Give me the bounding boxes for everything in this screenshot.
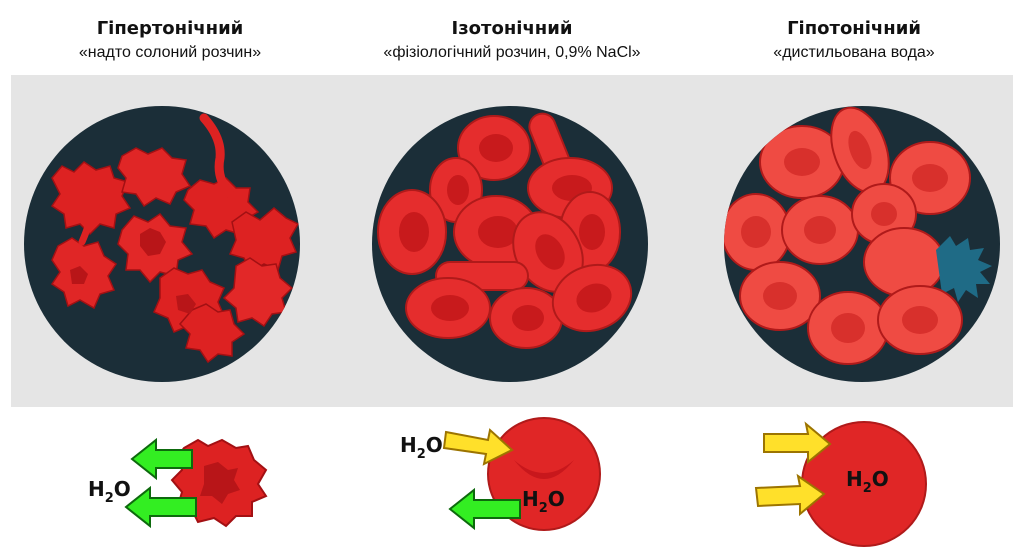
swollen-cell	[781, 195, 859, 265]
crenated-tendril	[199, 113, 235, 199]
swollen-cell	[877, 285, 963, 355]
swollen-cell	[724, 193, 791, 271]
subtitle-hypotonic: «дистильована вода»	[773, 44, 935, 61]
crenated-cell-core	[200, 462, 240, 504]
title-hypertonic: Гіпертонічний	[96, 18, 244, 39]
water-label: H2O	[846, 467, 889, 496]
title-hypotonic: Гіпотонічний	[787, 18, 921, 39]
subtitle-hypertonic: «надто солоний розчин»	[78, 44, 262, 61]
title-isotonic: Ізотонічний	[451, 18, 573, 39]
water-label: H2O	[88, 477, 131, 506]
hypertonic-schematic: H2O	[88, 437, 268, 529]
swollen-cell	[807, 291, 889, 365]
cytoplasm-leak-icon	[936, 236, 992, 302]
crenated-cell-core	[70, 266, 88, 284]
swollen-cells	[724, 106, 992, 365]
normal-cell	[457, 115, 531, 181]
crenated-cell-core	[140, 228, 166, 256]
isotonic-schematic: H2O H2O	[400, 417, 601, 531]
normal-cell	[512, 211, 584, 293]
normal-cell	[489, 287, 563, 349]
normal-cell	[377, 189, 447, 275]
crenated-cell	[222, 257, 294, 328]
water-in-arrow	[754, 473, 826, 517]
crenated-cell	[117, 147, 192, 208]
water-label: H2O	[400, 433, 443, 462]
water-in-arrow	[763, 421, 832, 465]
water-label: H2O	[522, 487, 565, 516]
crenated-cell-core	[176, 294, 196, 314]
crenated-tendril	[78, 210, 96, 246]
water-out-arrow	[130, 437, 193, 481]
water-in-arrow	[442, 428, 514, 466]
normal-cell	[405, 277, 491, 339]
crenated-cell	[178, 303, 246, 364]
subtitle-isotonic: «фізіологічний розчин, 0,9% NaCl»	[383, 44, 641, 61]
crenated-cell	[50, 161, 132, 236]
crenated-cell	[228, 207, 300, 274]
normal-cell	[551, 263, 633, 333]
normal-cells	[377, 112, 633, 349]
water-out-arrow	[448, 487, 521, 531]
hypotonic-schematic: H2O	[754, 421, 927, 547]
water-out-arrow	[124, 485, 197, 529]
crenated-cells	[50, 113, 300, 364]
swollen-cell	[739, 261, 821, 331]
biconcave-shadow	[514, 460, 574, 479]
